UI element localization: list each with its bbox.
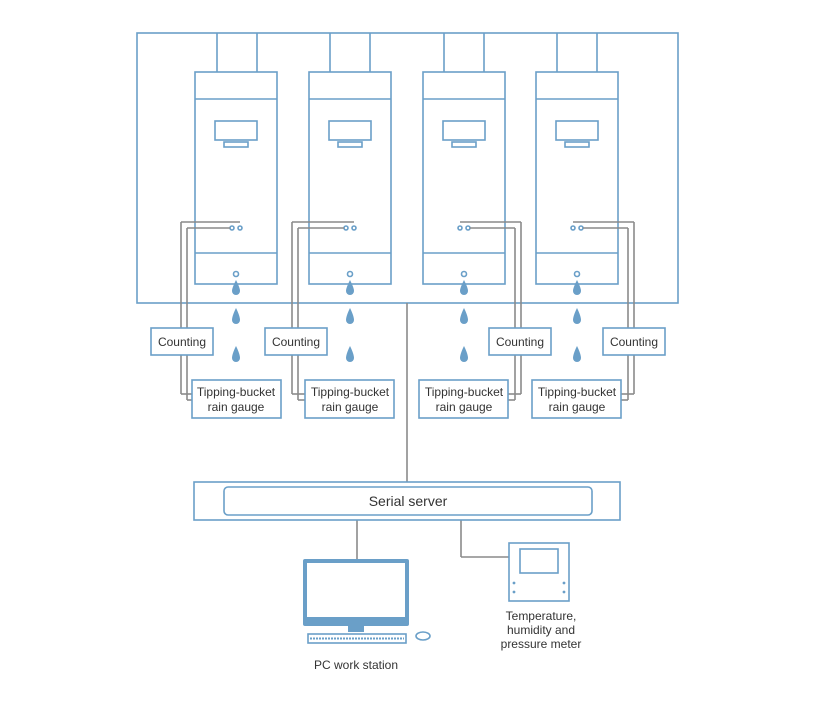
drop-icon	[460, 308, 468, 324]
serial-server-label: Serial server	[369, 493, 448, 509]
drop-icon	[346, 280, 354, 295]
rain-gauge-1: Tipping-bucket rain gauge	[191, 379, 282, 419]
chamber-4	[535, 33, 634, 285]
chamber-3	[422, 33, 521, 285]
counting-label: Counting	[610, 335, 658, 349]
serial-server: Serial server	[193, 481, 621, 521]
gauge-label-line1: Tipping-bucket	[311, 385, 390, 399]
chamber-display	[214, 120, 258, 141]
counting-label: Counting	[158, 335, 206, 349]
monitor-icon	[303, 559, 409, 632]
rain-gauge-2: Tipping-bucket rain gauge	[304, 379, 395, 419]
drop-icon	[573, 308, 581, 324]
chamber-display	[328, 120, 372, 141]
counting-label: Counting	[272, 335, 320, 349]
drop-icon	[232, 280, 240, 295]
drop-icon	[232, 346, 240, 362]
wiring	[180, 222, 635, 560]
counting-box-3: Counting	[488, 327, 552, 356]
meter-label-line1: Temperature,	[506, 609, 577, 623]
water-drops	[232, 280, 581, 362]
meter-label-line3: pressure meter	[501, 637, 582, 651]
gauge-label-line2: rain gauge	[436, 400, 493, 414]
chamber-2	[292, 33, 392, 285]
drop-icon	[346, 308, 354, 324]
counting-box-1: Counting	[150, 327, 214, 356]
chamber-display	[555, 120, 599, 141]
chamber-1	[181, 33, 278, 285]
pc-workstation: PC work station	[303, 559, 431, 672]
counting-label: Counting	[496, 335, 544, 349]
gauge-label-line1: Tipping-bucket	[425, 385, 504, 399]
drop-icon	[573, 346, 581, 362]
drop-icon	[460, 280, 468, 295]
gauge-label-line2: rain gauge	[549, 400, 606, 414]
chamber-display	[442, 120, 486, 141]
rain-gauge-4: Tipping-bucket rain gauge	[531, 379, 622, 419]
gauge-label-line2: rain gauge	[322, 400, 379, 414]
keyboard-icon	[307, 633, 407, 644]
drop-icon	[573, 280, 581, 295]
gauge-label-line1: Tipping-bucket	[197, 385, 276, 399]
mouse-icon	[415, 631, 431, 641]
counting-box-2: Counting	[264, 327, 328, 356]
pc-label: PC work station	[314, 658, 398, 672]
thp-meter: Temperature, humidity and pressure meter	[501, 542, 582, 651]
drop-icon	[460, 346, 468, 362]
gauge-label-line2: rain gauge	[208, 400, 265, 414]
rain-gauge-3: Tipping-bucket rain gauge	[418, 379, 509, 419]
drop-icon	[346, 346, 354, 362]
drop-icon	[232, 308, 240, 324]
gauge-label-line1: Tipping-bucket	[538, 385, 617, 399]
counting-box-4: Counting	[602, 327, 666, 356]
meter-label-line2: humidity and	[507, 623, 575, 637]
